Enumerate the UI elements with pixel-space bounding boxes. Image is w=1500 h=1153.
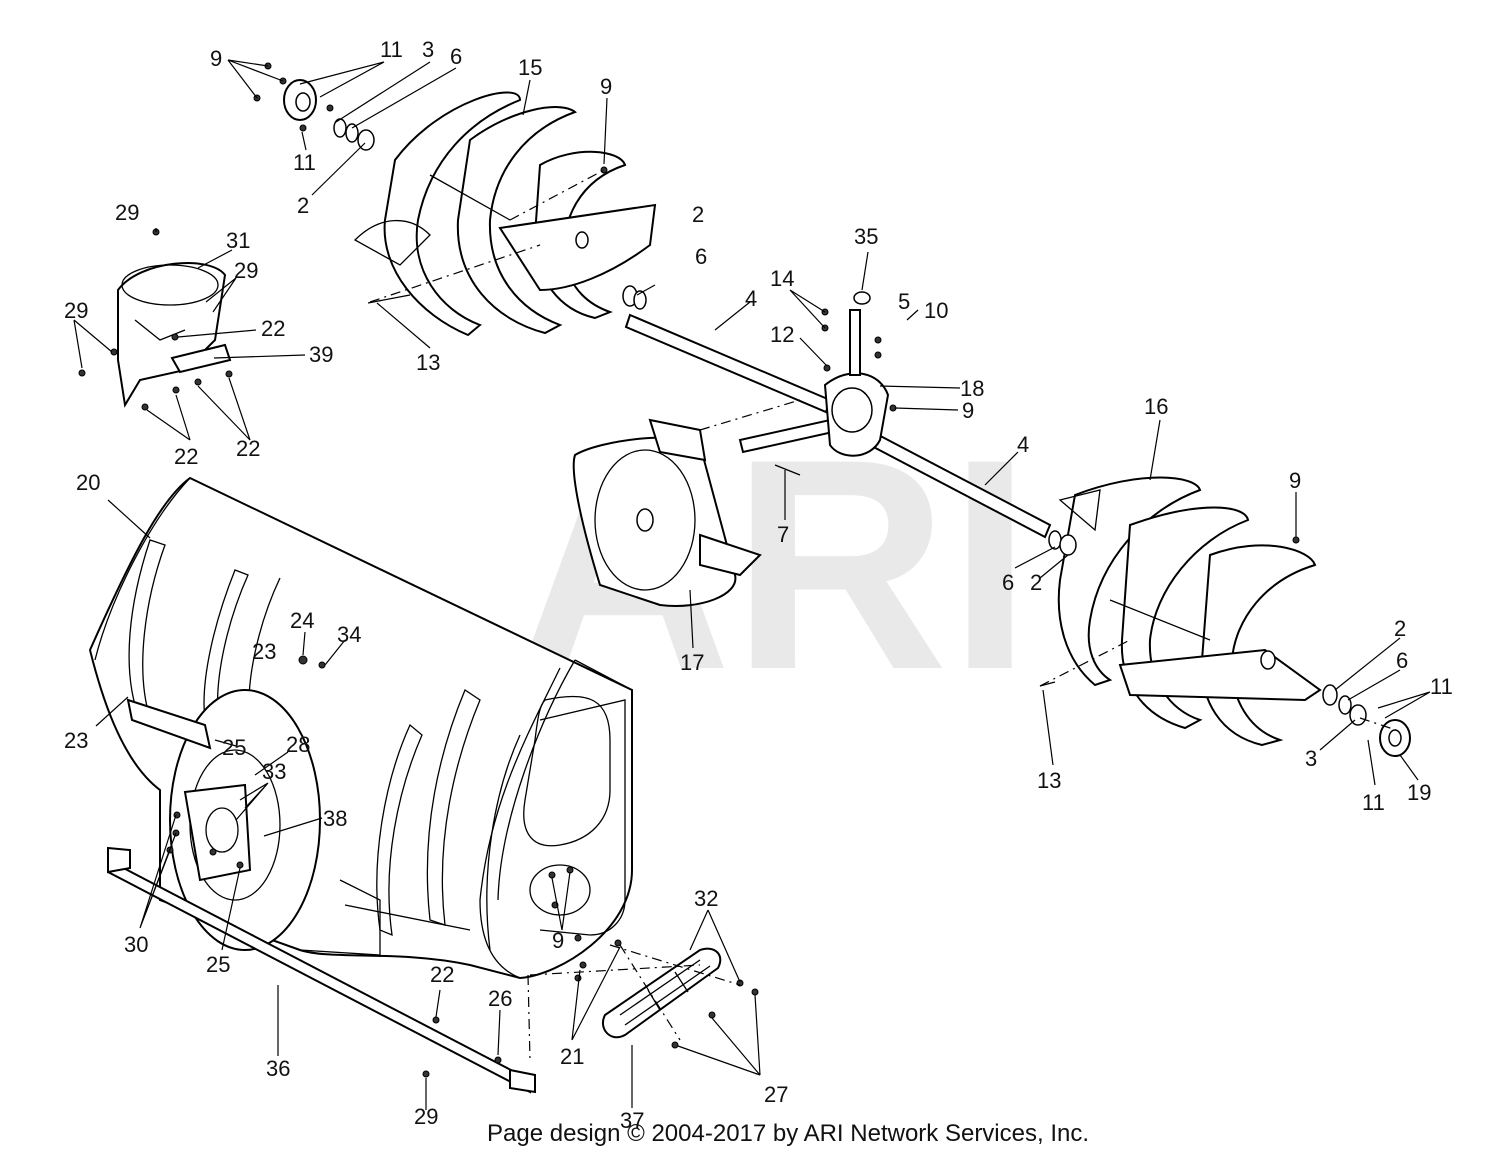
callout-label: 2	[692, 202, 704, 227]
callout-label: 12	[770, 322, 794, 347]
callout-label: 6	[695, 244, 707, 269]
callout-label: 22	[174, 444, 198, 469]
callout-label: 30	[124, 932, 148, 957]
part-16-auger-right	[1057, 476, 1322, 747]
callout-label: 11	[1430, 674, 1453, 699]
callout-label: 15	[518, 55, 542, 80]
callout-label: 11	[380, 37, 403, 62]
callout-label: 31	[226, 228, 250, 253]
callout-label: 23	[64, 728, 88, 753]
callout-label: 6	[1396, 648, 1408, 673]
callout-label: 4	[1017, 432, 1029, 457]
callout-label: 26	[488, 986, 512, 1011]
callout-label: 6	[450, 44, 462, 69]
callout-label: 11	[1362, 790, 1385, 815]
callout-label: 23	[252, 639, 276, 664]
callout-label: 2	[1394, 616, 1406, 641]
callout-label: 3	[1305, 746, 1317, 771]
callout-label: 17	[680, 650, 704, 675]
callout-label: 9	[600, 74, 612, 99]
part-36-shave-plate	[107, 846, 536, 1094]
callout-label: 18	[960, 376, 984, 401]
part-37-skid-shoe	[602, 947, 722, 1039]
callout-label: 34	[337, 622, 361, 647]
callout-label: 29	[115, 200, 139, 225]
callout-label: 9	[552, 928, 564, 953]
part-20-auger-housing	[88, 476, 633, 980]
callout-label: 3	[422, 37, 434, 62]
callout-label: 5	[898, 289, 910, 314]
callout-label: 22	[261, 316, 285, 341]
callout-label: 27	[764, 1082, 788, 1107]
callout-label: 29	[414, 1104, 438, 1129]
callout-label: 2	[1030, 570, 1042, 595]
callout-label: 21	[560, 1044, 584, 1069]
leader-lines	[73, 59, 1431, 1110]
callout-label: 11	[293, 150, 316, 175]
callout-label: 29	[64, 298, 88, 323]
part-17-impeller	[572, 418, 762, 607]
callout-label: 28	[286, 732, 310, 757]
callout-label: 33	[262, 759, 286, 784]
callout-label: 13	[416, 350, 440, 375]
callout-label: 32	[694, 886, 718, 911]
hardware-fasteners	[78, 62, 1411, 1078]
callout-label: 9	[1289, 468, 1301, 493]
part-15-auger-left	[353, 91, 657, 337]
callout-labels: 9 11 3 6 15 9 11 2 29 31 29 29 22 39 22 …	[64, 37, 1453, 1133]
callout-label: 16	[1144, 394, 1168, 419]
callout-label: 25	[206, 952, 230, 977]
callout-label: 9	[210, 46, 222, 71]
callout-label: 9	[962, 398, 974, 423]
callout-label: 20	[76, 470, 100, 495]
callout-label: 4	[745, 286, 757, 311]
callout-label: 7	[777, 522, 789, 547]
callout-label: 19	[1407, 780, 1431, 805]
part-18-gearbox	[823, 291, 890, 457]
callout-label: 36	[266, 1056, 290, 1081]
callout-label: 39	[309, 342, 333, 367]
callout-label: 38	[323, 806, 347, 831]
callout-label: 13	[1037, 768, 1061, 793]
callout-label: 25	[222, 735, 246, 760]
copyright-footer: Page design © 2004-2017 by ARI Network S…	[487, 1120, 1089, 1147]
callout-label: 14	[770, 266, 794, 291]
callout-label: 22	[430, 962, 454, 987]
callout-label: 24	[290, 608, 314, 633]
callout-label: 37	[620, 1108, 644, 1133]
callout-label: 6	[1002, 570, 1014, 595]
part-4-shafts	[624, 313, 1052, 539]
callout-label: 35	[854, 224, 878, 249]
callout-label: 22	[236, 436, 260, 461]
callout-label: 10	[924, 298, 948, 323]
callout-label: 29	[234, 258, 258, 283]
alignment-lines	[369, 169, 1397, 1061]
callout-label: 2	[297, 193, 309, 218]
